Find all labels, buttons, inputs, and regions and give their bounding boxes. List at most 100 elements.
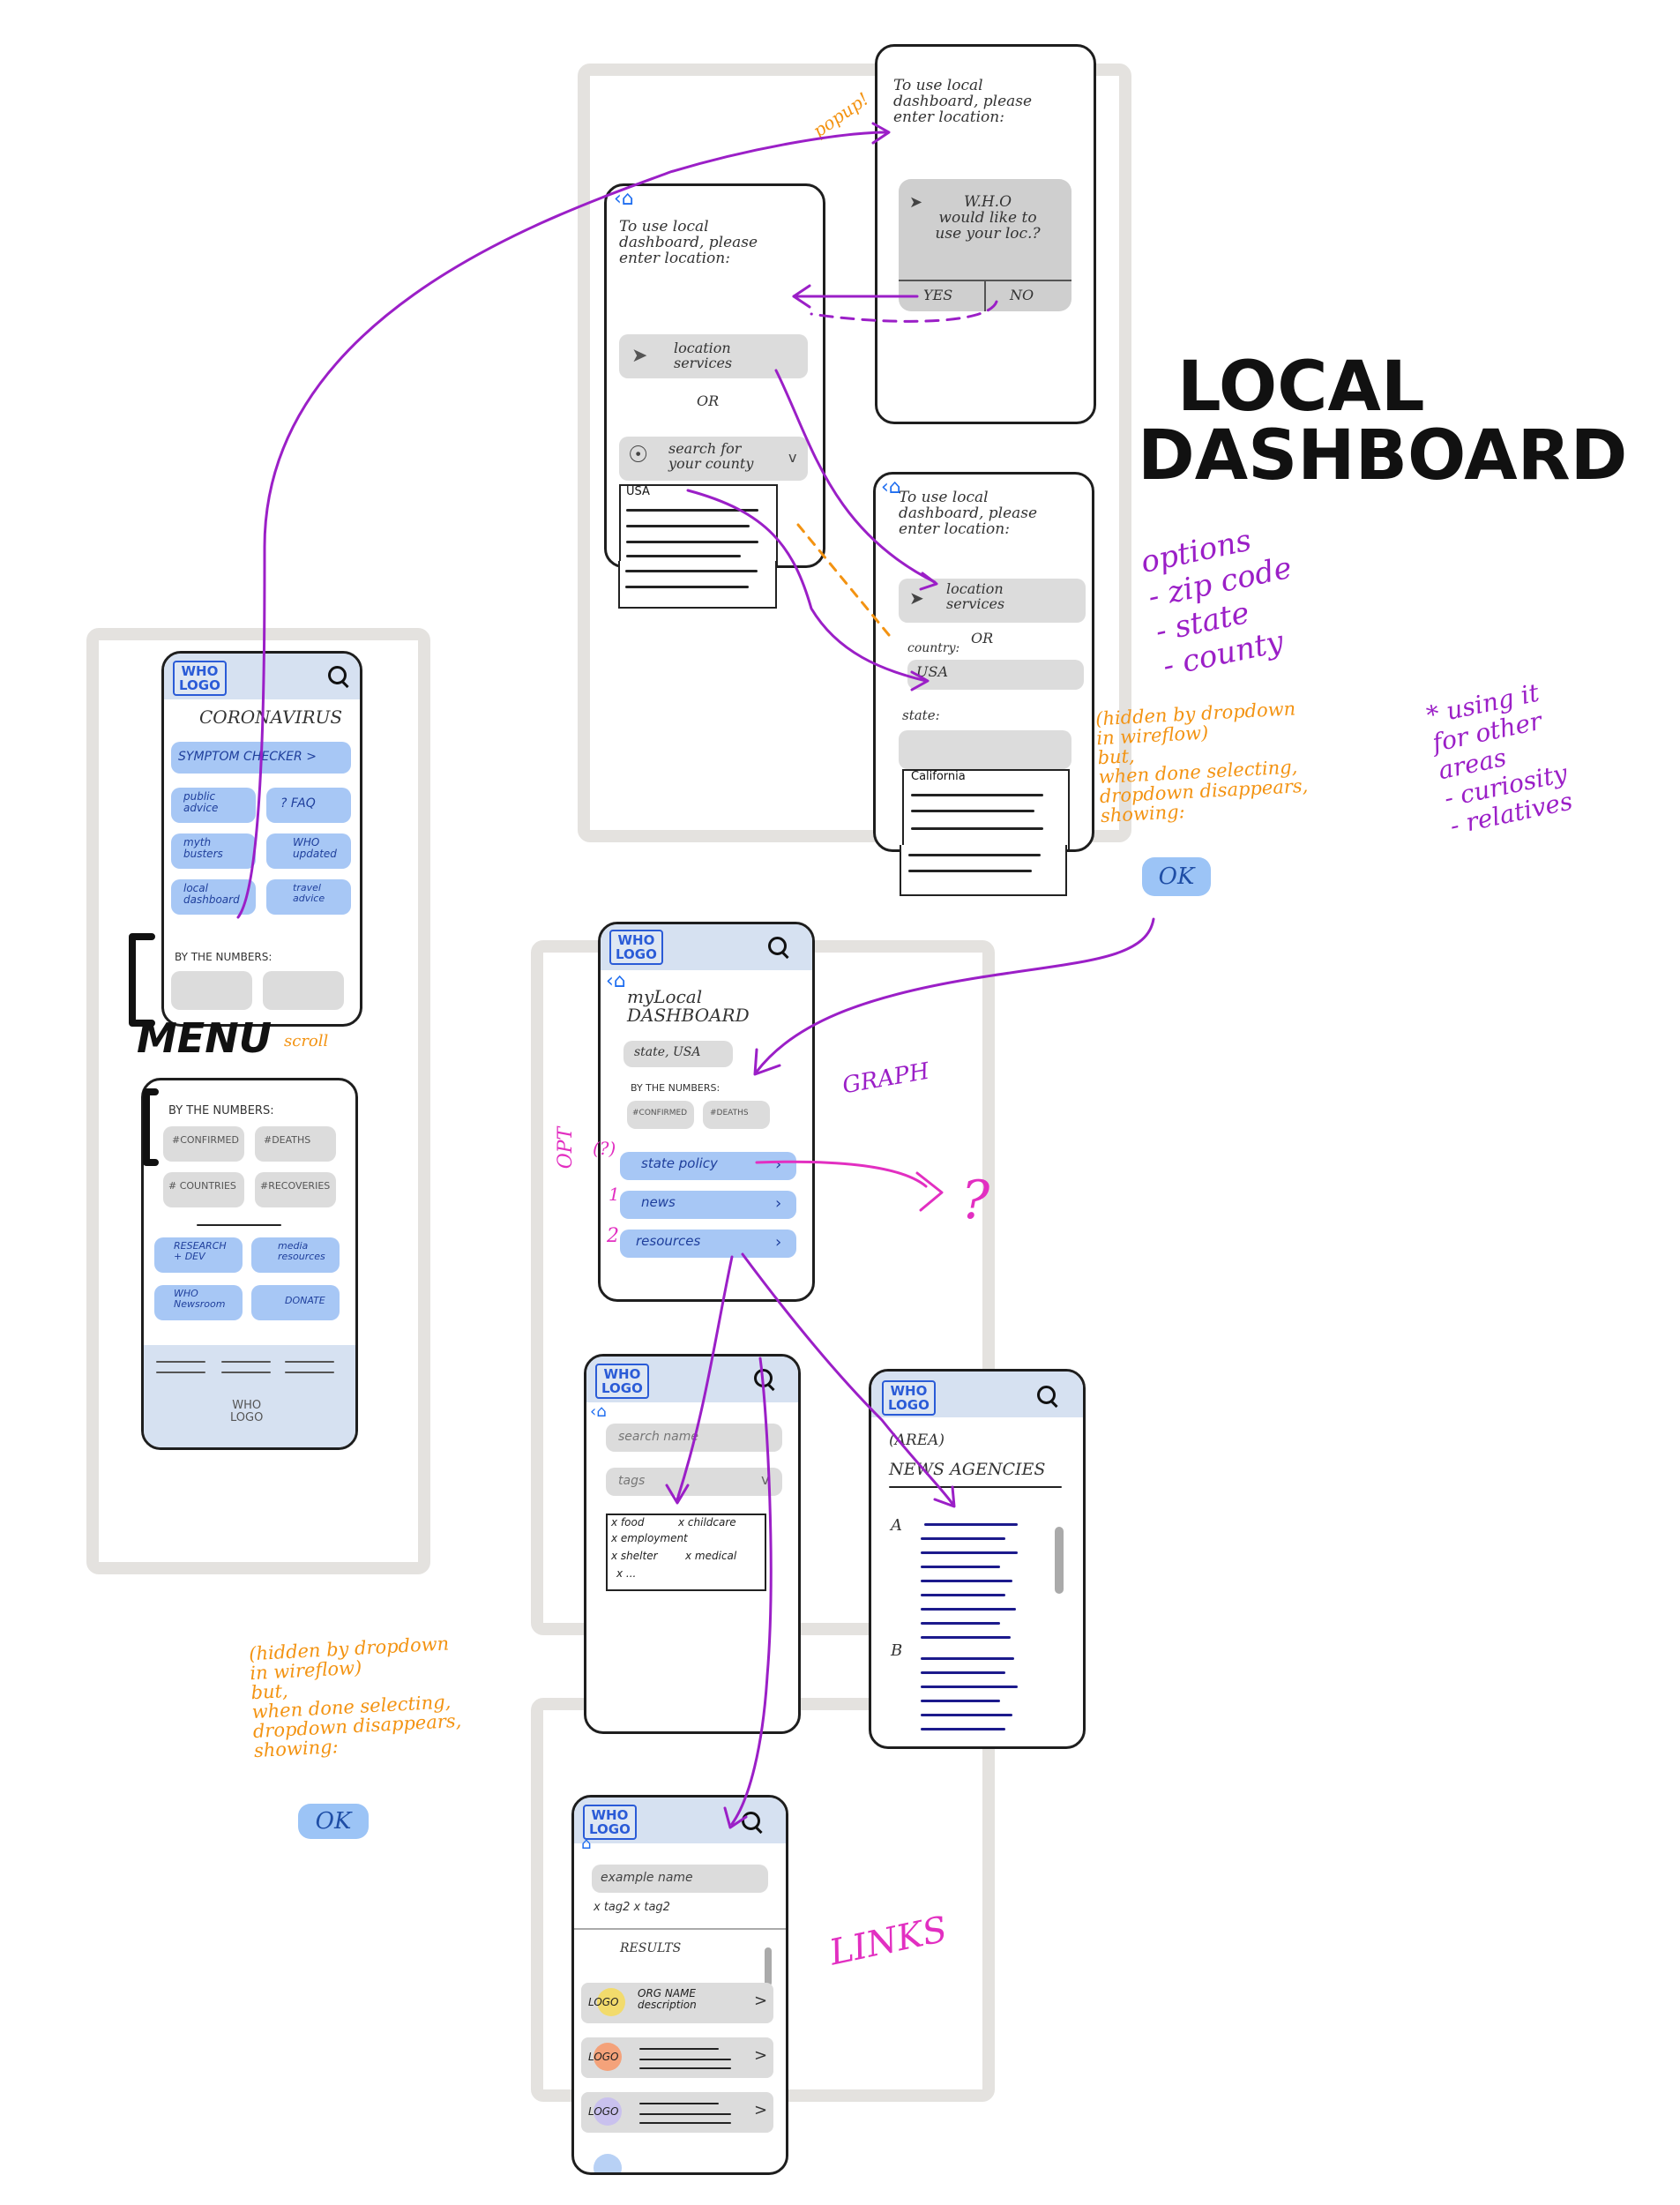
scrollbar[interactable] [1055, 1527, 1064, 1594]
countries-label: # COUNTRIES [168, 1180, 236, 1192]
tags-placeholder: tags [618, 1474, 646, 1488]
donate-button[interactable] [251, 1285, 340, 1320]
no-button[interactable]: NO [1010, 287, 1034, 303]
footer-link [285, 1361, 334, 1363]
back-home-icon[interactable]: ‹⌂ [614, 188, 634, 210]
agency-link[interactable] [921, 1728, 1005, 1730]
ok-button-bottom[interactable]: OK [298, 1804, 369, 1839]
news-agencies-heading: NEWS AGENCIES [889, 1460, 1046, 1479]
result-text-line [639, 2113, 731, 2115]
search-icon[interactable] [1037, 1386, 1056, 1404]
priority-1-annotation: 1 [609, 1184, 620, 1205]
footer-logo: WHO LOGO [230, 1399, 264, 1424]
agency-link[interactable] [921, 1566, 1000, 1568]
result-text-line [639, 2067, 731, 2069]
popup-question: W.H.O would like to use your loc.? [935, 193, 1041, 243]
local-dashboard-label: local dashboard [183, 882, 240, 906]
who-logo[interactable]: WHO LOGO [882, 1380, 936, 1416]
chevron-right-icon: › [775, 1155, 782, 1174]
result-logo: LOGO [588, 2051, 619, 2063]
location-value: state, USA [634, 1045, 701, 1059]
tag-food[interactable]: x food [611, 1516, 645, 1529]
scroll-annotation: scroll [284, 1032, 329, 1050]
agency-link[interactable] [921, 1594, 1005, 1596]
tag-more[interactable]: x ... [616, 1567, 637, 1580]
state-prompt: To use local dashboard, please enter loc… [899, 489, 1038, 538]
country-label: country: [907, 641, 960, 655]
results-scrollbar[interactable] [765, 1947, 772, 1986]
dropdown-option [626, 525, 750, 527]
tag-shelter[interactable]: x shelter [611, 1550, 658, 1562]
search-name-field[interactable] [592, 1865, 768, 1893]
chevron-down-icon: v [788, 449, 797, 466]
title-line1: LOCAL [1177, 348, 1425, 427]
dropdown-option [625, 570, 758, 572]
tag-employment[interactable]: x employment [611, 1532, 688, 1544]
location-arrow-icon: ➤ [631, 345, 648, 367]
state-field[interactable] [899, 730, 1071, 769]
back-home-icon[interactable]: ‹⌂ [590, 1402, 607, 1421]
dropdown-option [626, 509, 758, 512]
yes-button[interactable]: YES [923, 287, 953, 303]
who-updated-label: WHO updated [293, 836, 337, 860]
result-logo-circle [597, 1988, 625, 2016]
agency-link[interactable] [921, 1700, 1000, 1702]
agency-link[interactable] [921, 1622, 1000, 1625]
myth-busters-label: myth busters [183, 836, 223, 860]
agency-link[interactable] [921, 1686, 1018, 1688]
search-icon[interactable] [742, 1812, 760, 1830]
public-advice-label: public advice [183, 790, 219, 814]
resources-label: resources [636, 1233, 701, 1249]
dialog-divider [899, 280, 1071, 281]
agency-link[interactable] [921, 1580, 1012, 1582]
newsroom-button[interactable] [154, 1285, 243, 1320]
confirmed-label: #CONFIRMED [172, 1134, 239, 1146]
california-option[interactable]: California [911, 770, 966, 783]
chevron-right-icon: > [754, 2101, 768, 2119]
agency-link[interactable] [921, 1608, 1016, 1611]
media-resources-button[interactable] [251, 1237, 340, 1273]
back-home-icon[interactable]: ⌂ [581, 1835, 592, 1853]
agency-link[interactable] [921, 1551, 1018, 1554]
screen-home: WHO LOGO CORONAVIRUS SYMPTOM CHECKER > p… [161, 651, 362, 1027]
tag-childcare[interactable]: x childcare [678, 1516, 736, 1529]
screen-news: WHO LOGO (AREA) NEWS AGENCIES A B [869, 1369, 1086, 1749]
screen-location: ‹⌂ To use local dashboard, please enter … [604, 183, 825, 568]
dialog-divider-vertical [984, 281, 986, 311]
state-dropdown[interactable] [902, 769, 1070, 849]
agency-link[interactable] [921, 1657, 1014, 1660]
letter-b: B [891, 1641, 903, 1660]
country-field[interactable] [907, 660, 1084, 690]
result-logo-circle [594, 2097, 622, 2126]
who-logo[interactable]: WHO LOGO [609, 930, 663, 965]
tag-medical[interactable]: x medical [685, 1550, 737, 1562]
result-text-line [639, 2048, 719, 2050]
back-home-icon[interactable]: ‹⌂ [606, 970, 626, 992]
ok-button-top[interactable]: OK [1142, 857, 1211, 896]
agency-link[interactable] [924, 1523, 1018, 1526]
search-value: example name [601, 1871, 693, 1885]
result-logo: LOGO [588, 1996, 619, 2008]
research-button[interactable] [154, 1237, 243, 1273]
search-icon[interactable] [328, 666, 347, 684]
agency-link[interactable] [921, 1714, 1012, 1716]
agency-link[interactable] [921, 1671, 1005, 1674]
research-label: RESEARCH + DEV [174, 1240, 227, 1262]
news-button[interactable] [620, 1191, 796, 1219]
hidden-note-top: (hidden by dropdown in wireflow) but, wh… [1094, 698, 1309, 827]
who-logo[interactable]: WHO LOGO [595, 1364, 649, 1399]
state-policy-label: state policy [641, 1155, 718, 1171]
who-logo[interactable]: WHO LOGO [583, 1805, 637, 1840]
agency-link[interactable] [921, 1636, 1011, 1639]
footer-link [285, 1372, 334, 1373]
deaths-label: #DEATHS [710, 1109, 749, 1117]
letter-a: A [891, 1516, 902, 1535]
usa-option[interactable]: USA [626, 485, 650, 498]
hidden-note-bottom: (hidden by dropdown in wireflow) but, wh… [248, 1633, 462, 1762]
search-icon[interactable] [754, 1369, 773, 1387]
screen-resources: WHO LOGO ‹⌂ search name tags v x food x … [584, 1354, 801, 1734]
who-logo[interactable]: WHO LOGO [173, 661, 227, 696]
agency-link[interactable] [921, 1537, 1005, 1540]
search-icon[interactable] [768, 937, 787, 955]
footer-link [156, 1372, 205, 1373]
